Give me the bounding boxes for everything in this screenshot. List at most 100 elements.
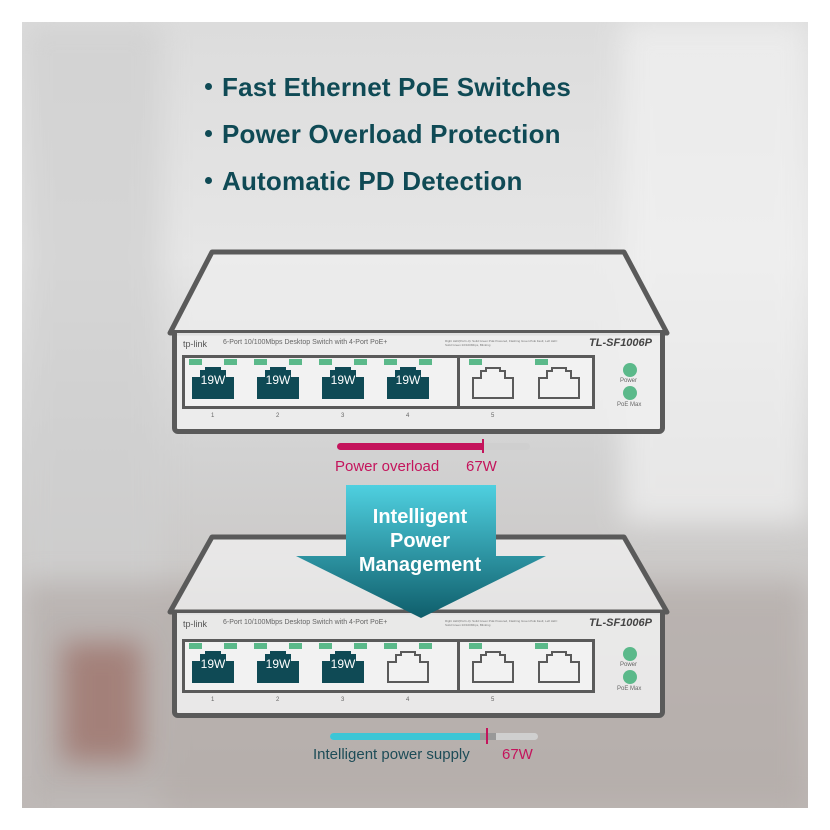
overload-caption: Power overload (335, 458, 440, 475)
port-jack (257, 367, 299, 399)
port-number: 4 (406, 697, 410, 703)
poe-led (289, 359, 302, 365)
switch-description: 6-Port 10/100Mbps Desktop Switch with 4-… (223, 619, 388, 626)
poe-wattage: 19W (330, 373, 356, 387)
brand-logo: tp-link (183, 619, 208, 629)
power-limit-marker (482, 439, 484, 453)
power-indicator (623, 647, 637, 661)
port-number: 5 (491, 413, 495, 419)
overload-value: 67W (466, 458, 497, 475)
power-label: Power (620, 662, 638, 668)
led-legend: Right LED(Port1-4): Solid Green:PoE Powe… (445, 339, 558, 347)
poe-wattage: 19W (330, 657, 356, 671)
feature-text: Fast Ethernet PoE Switches (222, 72, 572, 102)
link-led (535, 643, 548, 649)
port-jack (322, 367, 364, 399)
poe-wattage: 19W (200, 657, 226, 671)
ethernet-port[interactable] (533, 643, 585, 689)
port-jack (472, 651, 514, 683)
model-name: TL-SF1006P (589, 617, 652, 629)
power-bar-fill (337, 443, 484, 450)
power-limit-marker (486, 728, 488, 744)
link-led (189, 359, 202, 365)
ethernet-port[interactable]: 19W (187, 359, 239, 405)
port-number: 5 (491, 697, 495, 703)
port-number: 2 (276, 697, 280, 703)
arrow-text: Management (358, 554, 482, 576)
link-led (384, 359, 397, 365)
port-jack (538, 651, 580, 683)
poe-wattage: 19W (265, 373, 291, 387)
port-jack (387, 367, 429, 399)
poe-led (419, 359, 432, 365)
ethernet-port[interactable]: 19W (317, 359, 369, 405)
port-number: 1 (211, 413, 215, 419)
ethernet-port[interactable]: 19W (187, 643, 239, 689)
power-bar-before (337, 443, 530, 450)
arrow-text: Power (389, 530, 451, 552)
link-led (469, 359, 482, 365)
link-led (319, 643, 332, 649)
poe-led (419, 643, 432, 649)
port-jack (192, 367, 234, 399)
link-led (384, 643, 397, 649)
ethernet-port[interactable] (467, 643, 519, 689)
port-number: 3 (341, 413, 345, 419)
link-led (189, 643, 202, 649)
port-jack (538, 367, 580, 399)
arrow-label: Intelligent Power Management (300, 505, 540, 577)
feature-text: Power Overload Protection (222, 119, 561, 149)
power-bar-fill (330, 733, 480, 740)
port-jack (387, 651, 429, 683)
power-indicator (623, 363, 637, 377)
port-jack (257, 651, 299, 683)
poe-max-label: PoE Max (617, 686, 642, 692)
poe-max-label: PoE Max (617, 402, 642, 408)
led-legend: Right LED(Port1-4): Solid Green:PoE Powe… (445, 619, 558, 627)
link-led (319, 359, 332, 365)
switch-front-panel-before: tp-link 6-Port 10/100Mbps Desktop Switch … (172, 330, 665, 434)
poe-wattage: 19W (200, 373, 226, 387)
brand-logo: tp-link (183, 339, 208, 349)
ethernet-port[interactable] (467, 359, 519, 405)
link-led (254, 643, 267, 649)
poe-max-indicator (623, 670, 637, 684)
power-bar-after (330, 733, 538, 740)
poe-led (354, 643, 367, 649)
poe-led (224, 643, 237, 649)
ethernet-port[interactable]: 19W (317, 643, 369, 689)
port-number: 4 (406, 413, 410, 419)
link-led (469, 643, 482, 649)
ethernet-port[interactable] (382, 643, 434, 689)
poe-led (224, 359, 237, 365)
switch-description: 6-Port 10/100Mbps Desktop Switch with 4-… (223, 339, 388, 346)
port-number: 2 (276, 413, 280, 419)
supply-value: 67W (502, 746, 533, 763)
ethernet-port[interactable] (533, 359, 585, 405)
poe-led (354, 359, 367, 365)
poe-wattage: 19W (265, 657, 291, 671)
power-label: Power (620, 378, 638, 384)
switch-top-before (167, 249, 670, 336)
feature-text: Automatic PD Detection (222, 166, 523, 196)
feature-bullet: Power Overload Protection (205, 119, 561, 150)
supply-caption: Intelligent power supply (313, 746, 470, 763)
switch-front-panel-after: tp-link 6-Port 10/100Mbps Desktop Switch … (172, 610, 665, 718)
feature-bullet: Automatic PD Detection (205, 166, 523, 197)
poe-led (289, 643, 302, 649)
ethernet-port[interactable]: 19W (252, 359, 304, 405)
ethernet-port[interactable]: 19W (382, 359, 434, 405)
ethernet-port[interactable]: 19W (252, 643, 304, 689)
port-jack (472, 367, 514, 399)
feature-bullet: Fast Ethernet PoE Switches (205, 72, 571, 103)
port-number: 3 (341, 697, 345, 703)
model-name: TL-SF1006P (589, 337, 652, 349)
poe-max-indicator (623, 386, 637, 400)
port-jack (192, 651, 234, 683)
port-number: 1 (211, 697, 215, 703)
link-led (535, 359, 548, 365)
arrow-text: Intelligent (372, 506, 468, 528)
link-led (254, 359, 267, 365)
